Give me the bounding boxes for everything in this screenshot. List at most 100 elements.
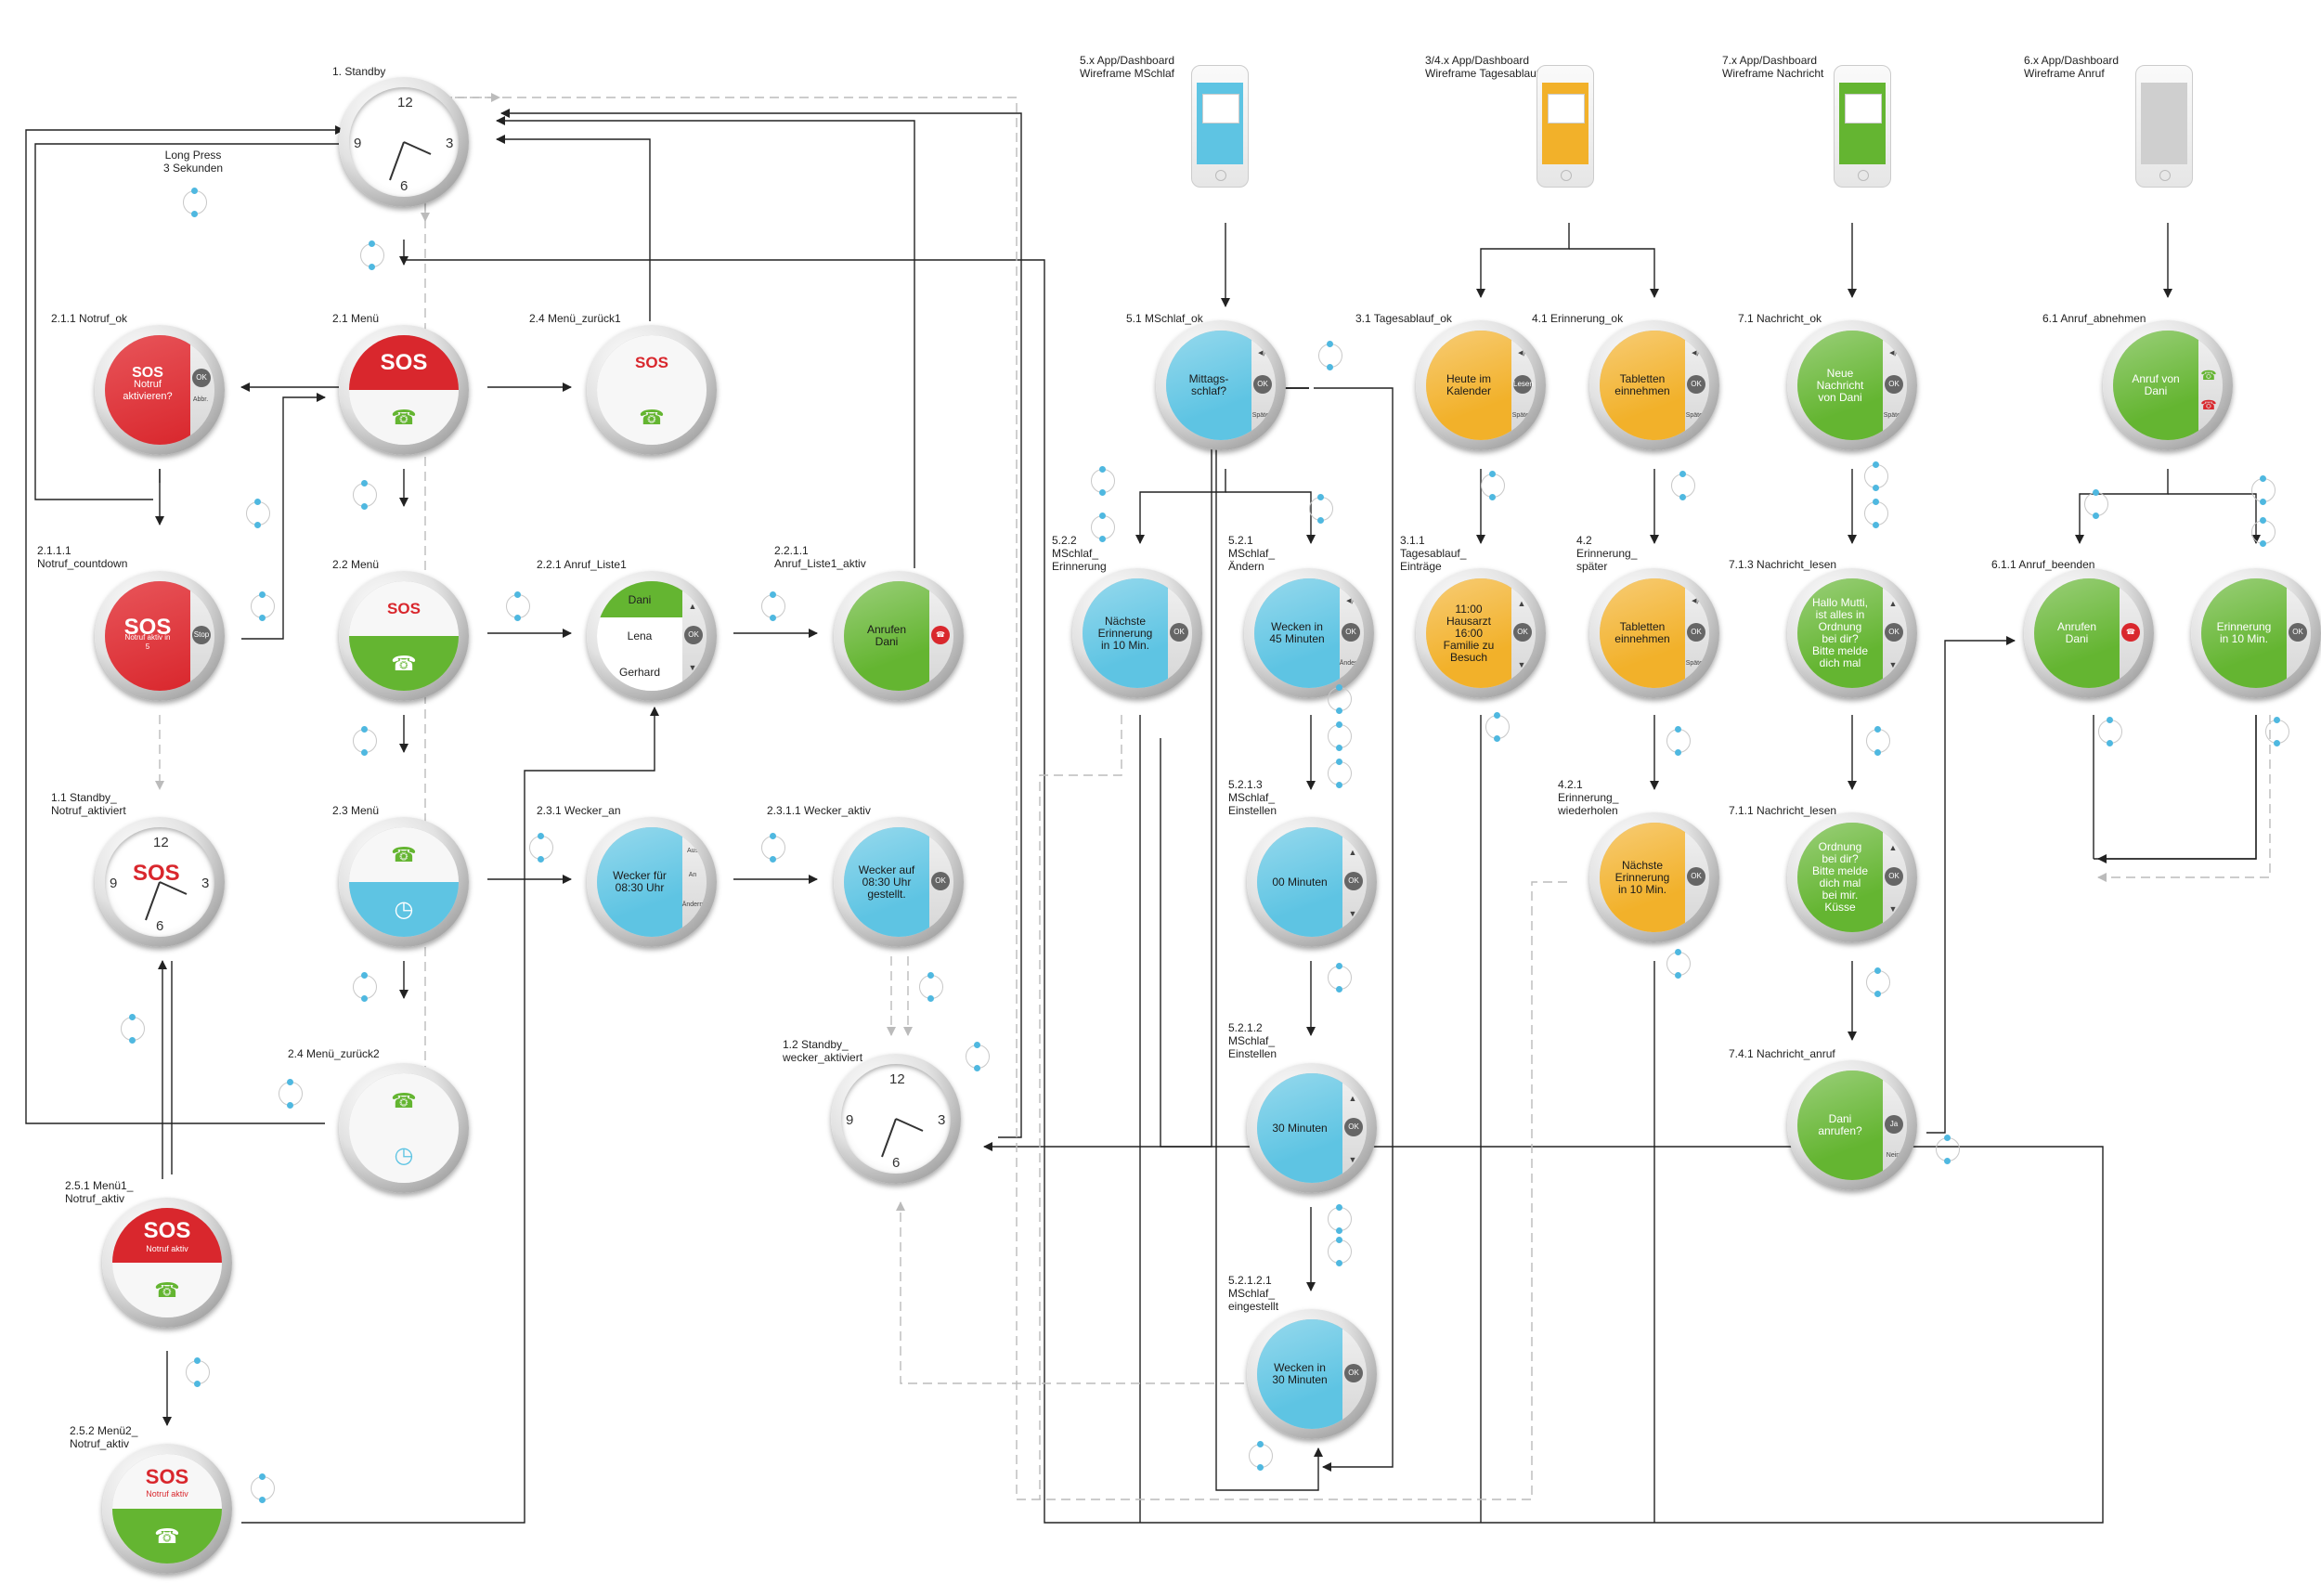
option-aus[interactable]: Aus: [686, 848, 699, 854]
menu-bottom-item[interactable]: ☎: [112, 1509, 222, 1564]
later-label[interactable]: Später: [1251, 412, 1272, 419]
later-label[interactable]: Später: [1685, 412, 1705, 419]
ok-button[interactable]: OK: [1885, 623, 1903, 642]
contact-list-item[interactable]: Dani: [597, 581, 683, 618]
ja-button[interactable]: Ja: [1885, 1115, 1903, 1134]
screen-mschlaf-erinnerung[interactable]: Nächste Erinnerung in 10 Min.OK: [1072, 568, 1202, 698]
nein-button[interactable]: Nein: [1886, 1152, 1900, 1159]
ok-button[interactable]: OK: [1253, 375, 1272, 394]
ok-button[interactable]: OK: [2289, 623, 2307, 642]
menu-top-item[interactable]: ☎: [349, 1073, 459, 1128]
ok-button[interactable]: OK: [1687, 375, 1705, 394]
screen-anruf-beenden[interactable]: Anrufen Dani☎: [2024, 568, 2154, 698]
screen-anruf-abnehmen[interactable]: Anruf von Dani☎☎: [2103, 320, 2233, 450]
option-an[interactable]: An: [688, 872, 697, 878]
ok-button[interactable]: OK: [1344, 1118, 1363, 1136]
contact-list-item[interactable]: Gerhard: [597, 654, 683, 691]
menu-bottom-item[interactable]: ☎: [597, 390, 707, 445]
option-aendern[interactable]: Ändern: [681, 902, 704, 908]
screen-wecker-aktiv[interactable]: Wecker auf 08:30 Uhr gestellt.OK: [834, 817, 964, 947]
decline-call-icon[interactable]: ☎: [2200, 397, 2217, 412]
ok-button[interactable]: OK: [1344, 1364, 1363, 1382]
up-arrow-icon[interactable]: ▲: [1888, 599, 1898, 608]
ok-button[interactable]: OK: [1885, 375, 1903, 394]
ok-button[interactable]: OK: [1687, 867, 1705, 886]
later-label[interactable]: Später: [1511, 412, 1532, 419]
menu-top-item[interactable]: ☎: [349, 827, 459, 882]
accept-call-icon[interactable]: ☎: [2200, 368, 2217, 383]
ok-button[interactable]: OK: [1344, 872, 1363, 890]
screen-mschlaf-ok[interactable]: Mittags- schlaf?OK◀)Später: [1156, 320, 1286, 450]
menu-bottom-item[interactable]: ◷: [349, 1128, 459, 1183]
down-arrow-icon[interactable]: ▼: [1888, 660, 1898, 669]
down-arrow-icon[interactable]: ▼: [1348, 909, 1357, 918]
end-call-button[interactable]: ☎: [931, 626, 950, 644]
screen-menu22[interactable]: SOS☎: [339, 571, 469, 701]
screen-menu-zurueck1[interactable]: SOS☎: [587, 325, 717, 455]
screen-nachricht-lesen2[interactable]: Ordnung bei dir? Bitte melde dich mal be…: [1787, 812, 1917, 942]
ok-button[interactable]: OK: [684, 626, 703, 644]
screen-anruf-liste1-aktiv[interactable]: Anrufen Dani☎: [834, 571, 964, 701]
contact-list-item[interactable]: Lena: [597, 617, 683, 655]
abort-button[interactable]: Abbr.: [192, 396, 209, 403]
screen-nachricht-lesen1[interactable]: Hallo Mutti, ist alles in Ordnung bei di…: [1787, 568, 1917, 698]
up-arrow-icon[interactable]: ▲: [688, 602, 697, 611]
menu-top-item[interactable]: SOS: [349, 335, 459, 390]
screen-menu21[interactable]: SOS☎: [339, 325, 469, 455]
stop-button[interactable]: Stop: [192, 626, 211, 644]
ok-button[interactable]: OK: [1170, 623, 1188, 642]
screen-erinnerung-wiederholen[interactable]: Nächste Erinnerung in 10 Min.OK: [1589, 812, 1719, 942]
down-arrow-icon[interactable]: ▼: [688, 663, 697, 672]
later-label[interactable]: Später: [1685, 660, 1705, 667]
later-label[interactable]: Später: [1883, 412, 1903, 419]
ok-button[interactable]: OK: [1885, 867, 1903, 886]
lesen-button[interactable]: Lesen: [1513, 375, 1534, 394]
end-call-button[interactable]: ☎: [2121, 623, 2140, 642]
menu-bottom-item[interactable]: ☎: [112, 1263, 222, 1317]
down-arrow-icon[interactable]: ▼: [1348, 1155, 1357, 1164]
up-arrow-icon[interactable]: ▲: [1348, 1094, 1357, 1103]
up-arrow-icon[interactable]: ▲: [1348, 848, 1357, 857]
down-arrow-icon[interactable]: ▼: [1517, 660, 1526, 669]
ok-button[interactable]: OK: [1687, 623, 1705, 642]
screen-menu-zurueck2[interactable]: ☎◷: [339, 1063, 469, 1193]
menu-top-item[interactable]: SOS: [349, 581, 459, 636]
screen-menu23[interactable]: ☎◷: [339, 817, 469, 947]
ok-button[interactable]: OK: [1513, 623, 1532, 642]
phone-screen: [2141, 83, 2187, 164]
down-arrow-icon[interactable]: ▼: [1888, 904, 1898, 914]
menu-bottom-item[interactable]: ◷: [349, 882, 459, 937]
screen-anruf-erinnerung[interactable]: Erinnerung in 10 Min.OK: [2191, 568, 2321, 698]
aendern-label[interactable]: Ändern: [1339, 660, 1361, 667]
menu-bottom-item[interactable]: ☎: [349, 636, 459, 691]
up-arrow-icon[interactable]: ▲: [1888, 843, 1898, 852]
up-arrow-icon[interactable]: ▲: [1517, 599, 1526, 608]
ok-button[interactable]: OK: [1342, 623, 1360, 642]
ok-button[interactable]: OK: [192, 369, 211, 387]
ok-button[interactable]: OK: [931, 872, 950, 890]
menu-bottom-item[interactable]: ☎: [349, 390, 459, 445]
menu-top-item[interactable]: SOS: [597, 335, 707, 390]
